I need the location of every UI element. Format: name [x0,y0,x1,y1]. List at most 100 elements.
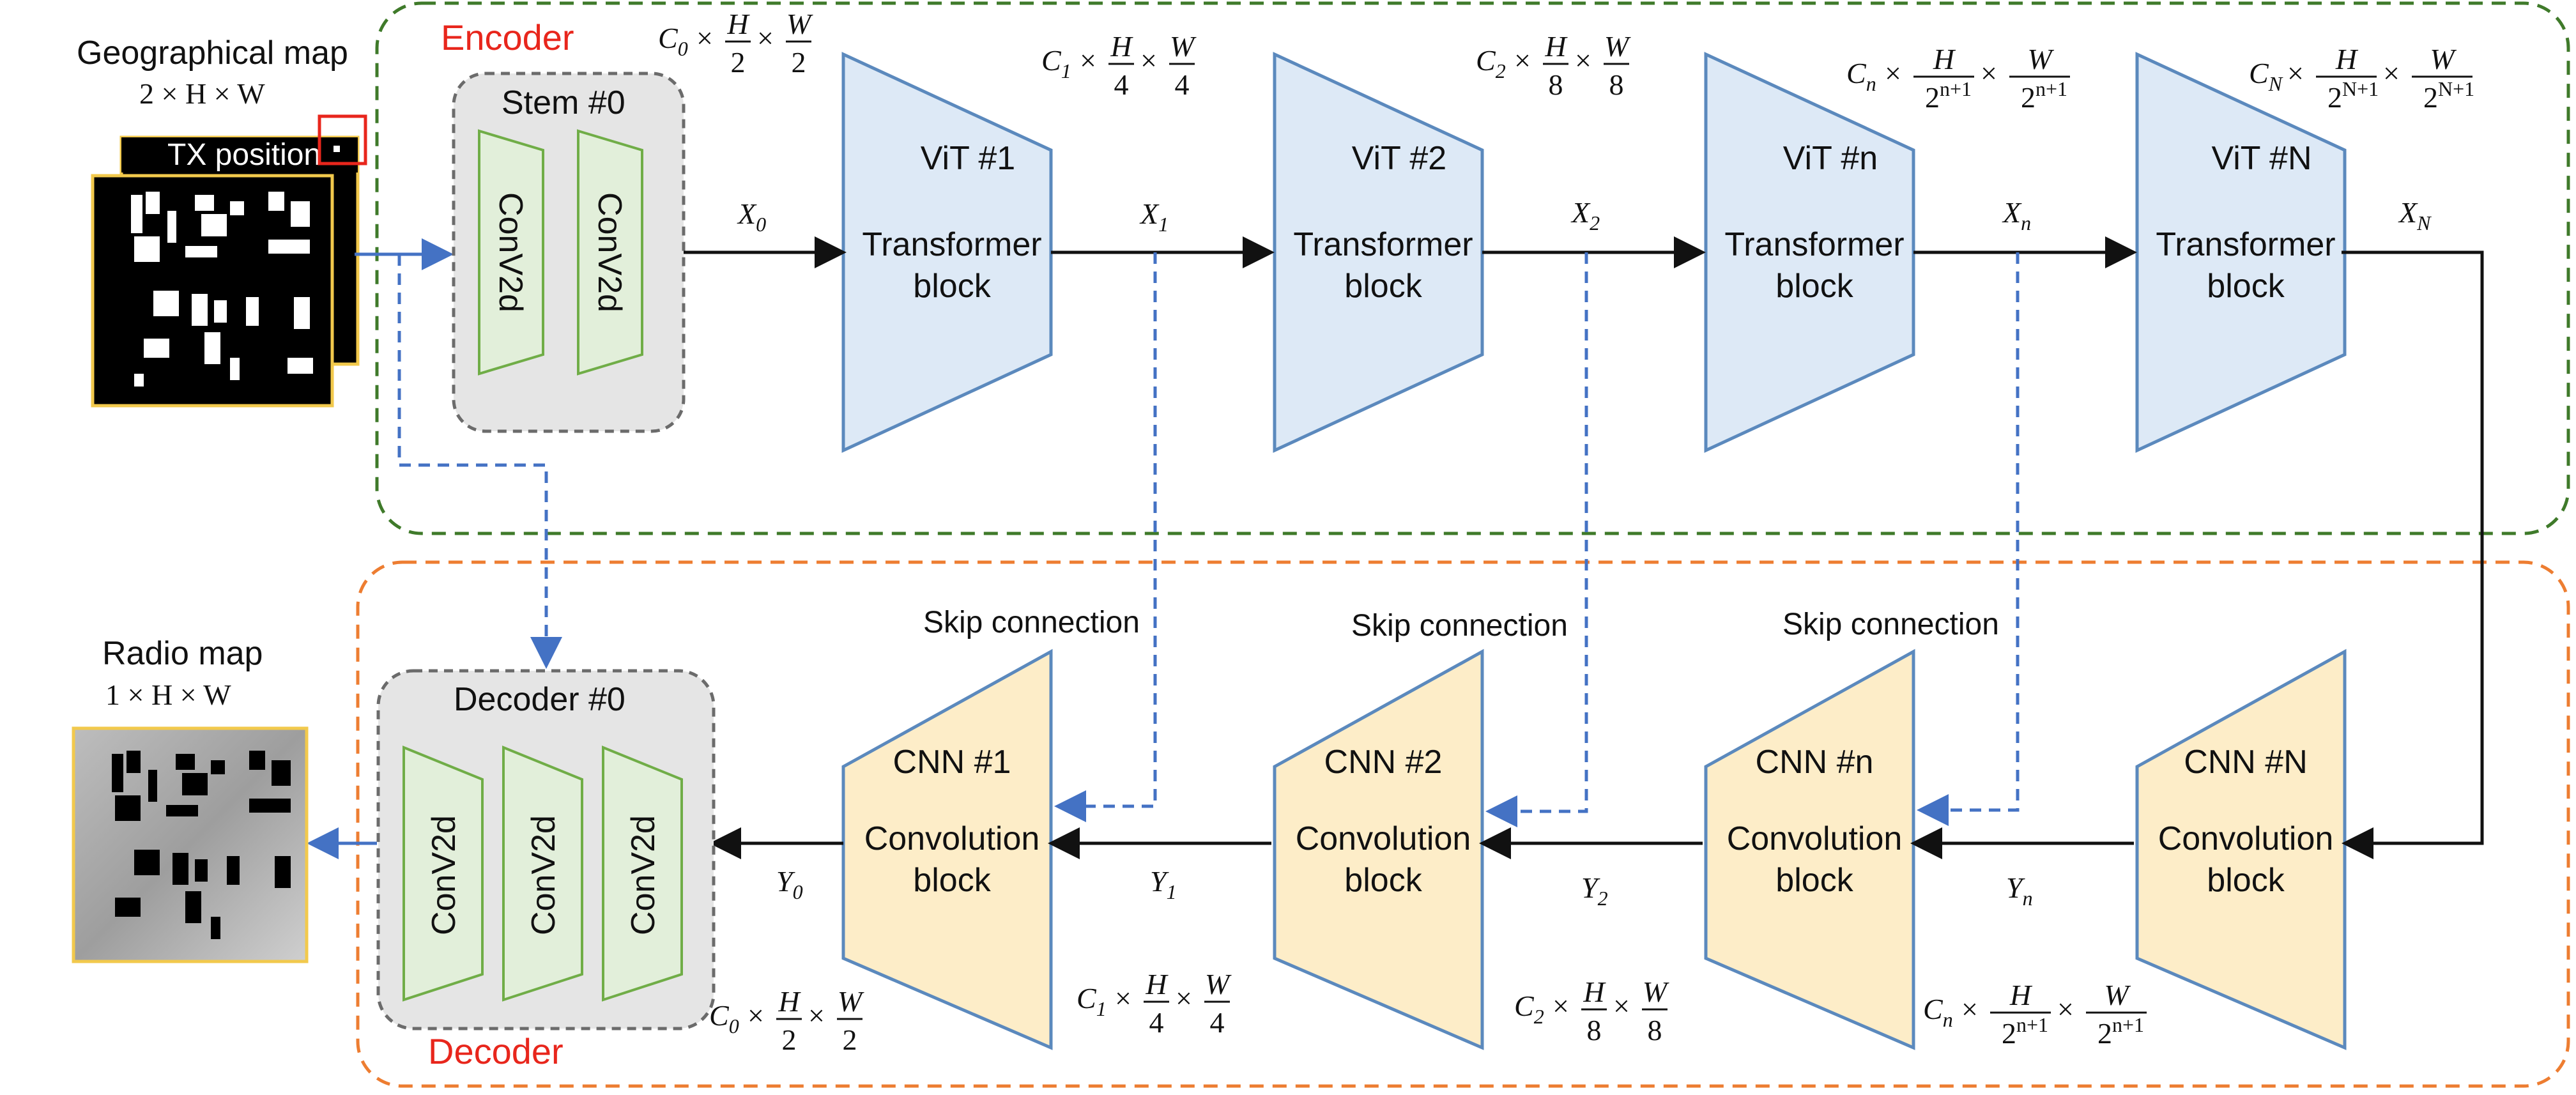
dim-num: H [1933,43,1956,75]
encoder-dim-3: Cn×H2n+1×W2n+1 [1846,43,2070,114]
dim-c: C1 [1077,982,1107,1020]
dim-den: 4 [1210,1006,1225,1039]
geo-map-buildings [131,192,313,387]
cnn-block-4: CNN #N Convolution block [2135,648,2347,1050]
skip-label-2: Skip connection [1351,609,1568,643]
vit-label: Transformer [1724,226,1904,263]
dim-times: × [2383,57,2400,89]
cnn-label: Convolution [1727,820,1903,857]
dim-times: × [1981,57,1997,89]
dim-num: H [778,985,801,1018]
dim-c: Cn [1846,57,1876,95]
y-label-1: Y1 [1150,865,1177,903]
dim-times: × [808,999,825,1032]
dim-den: 2n+1 [1925,77,1972,114]
skip-connections [1054,252,2020,827]
dim-num: H [1583,976,1606,1008]
dim-den: 8 [1587,1014,1602,1046]
cnn-shape [1704,648,1915,1050]
cnn-name: CNN #n [1756,744,1874,781]
x-labels: X0 X1 X2 Xn XN [737,196,2432,236]
dim-times: × [1176,982,1192,1015]
dim-num: H [726,8,750,40]
input-dim-text: 2 × H × W [139,77,265,110]
x-label-0: X0 [737,197,766,236]
cnn-label: Convolution [2158,820,2334,857]
vit-shape [2135,52,2347,453]
cnn-label: Convolution [864,820,1040,857]
cnn-name: CNN #N [2184,744,2308,781]
dim-times: × [1514,44,1531,77]
decoder-region [356,560,2570,1088]
cnn-shape [841,648,1053,1050]
dim-times: × [757,22,774,54]
y-labels: Y0 Y1 Y2 Yn [776,865,2033,910]
dim-num: H [1145,968,1169,1000]
dim-den: 2 [792,46,806,79]
cnn-label: block [1344,862,1422,899]
input-dim: 2 × H × W [139,77,265,110]
decoder0-conv-3 [602,746,683,1002]
stem-conv-2 [577,129,643,376]
vit-block-3: ViT #n Transformer block [1704,52,1915,453]
vit-name: ViT #1 [921,140,1015,177]
dim-times: × [1080,44,1096,77]
vit-name: ViT #N [2211,140,2312,177]
skip-label-1: Skip connection [923,606,1140,639]
encoder-title: Encoder [441,17,574,57]
dim-num: H [1110,30,1133,63]
dim-den: 4 [1175,68,1190,101]
dim-den: 2 [782,1023,797,1056]
dim-num: W [786,8,813,40]
dim-times: × [2287,57,2304,89]
radio-map-buildings [112,751,291,939]
dim-num: H [2335,43,2359,75]
dim-c: C0 [658,22,688,60]
dim-c: C2 [1514,990,1544,1028]
dim-c: C0 [709,999,739,1038]
vit-label: block [1775,268,1853,305]
dim-num: W [2104,979,2131,1011]
dim-den: 2n+1 [2002,1013,2048,1050]
dim-den: 4 [1149,1006,1164,1039]
encoder-dim-0: C0×H2×W2 [658,8,813,79]
cnn-name: CNN #2 [1324,744,1443,781]
encoder-arrows [684,236,2484,859]
cnn-label: block [2207,862,2285,899]
dim-c: Cn [1923,993,1953,1031]
x-label-2: X2 [1570,196,1600,234]
dim-num: H [1544,30,1568,63]
stem-conv-2-label: ConV2d [591,192,628,312]
dim-den: 2n+1 [2097,1013,2144,1050]
x-label-n: Xn [2002,196,2031,234]
cnn-label: block [913,862,991,899]
encoder-dim-4: CN×H2N+1×W2N+1 [2249,43,2474,114]
y-label-2: Y2 [1581,871,1608,910]
dim-den: 4 [1114,68,1129,101]
cnn-shape [2135,648,2347,1050]
vit-label: Transformer [2156,226,2335,263]
decoder-dim-3: Cn×H2n+1×W2n+1 [1923,979,2147,1050]
stem-title: Stem #0 [502,84,625,121]
vit-name: ViT #n [1783,140,1878,177]
dim-times: × [2057,993,2074,1025]
decoder-title: Decoder [428,1031,564,1071]
dim-den: 8 [1609,68,1624,101]
dim-times: × [1115,982,1131,1015]
dim-times: × [1961,993,1978,1025]
dim-num: H [2009,979,2033,1011]
vit-shape [1704,52,1915,453]
vit-name: ViT #2 [1352,140,1446,177]
dim-times: × [1613,990,1630,1022]
decoder0-title: Decoder #0 [454,681,625,718]
decoder-dim-1: C1×H4×W4 [1077,968,1232,1039]
y-label-0: Y0 [776,865,803,903]
dim-den: 2 [843,1023,857,1056]
dim-times: × [1885,57,1901,89]
